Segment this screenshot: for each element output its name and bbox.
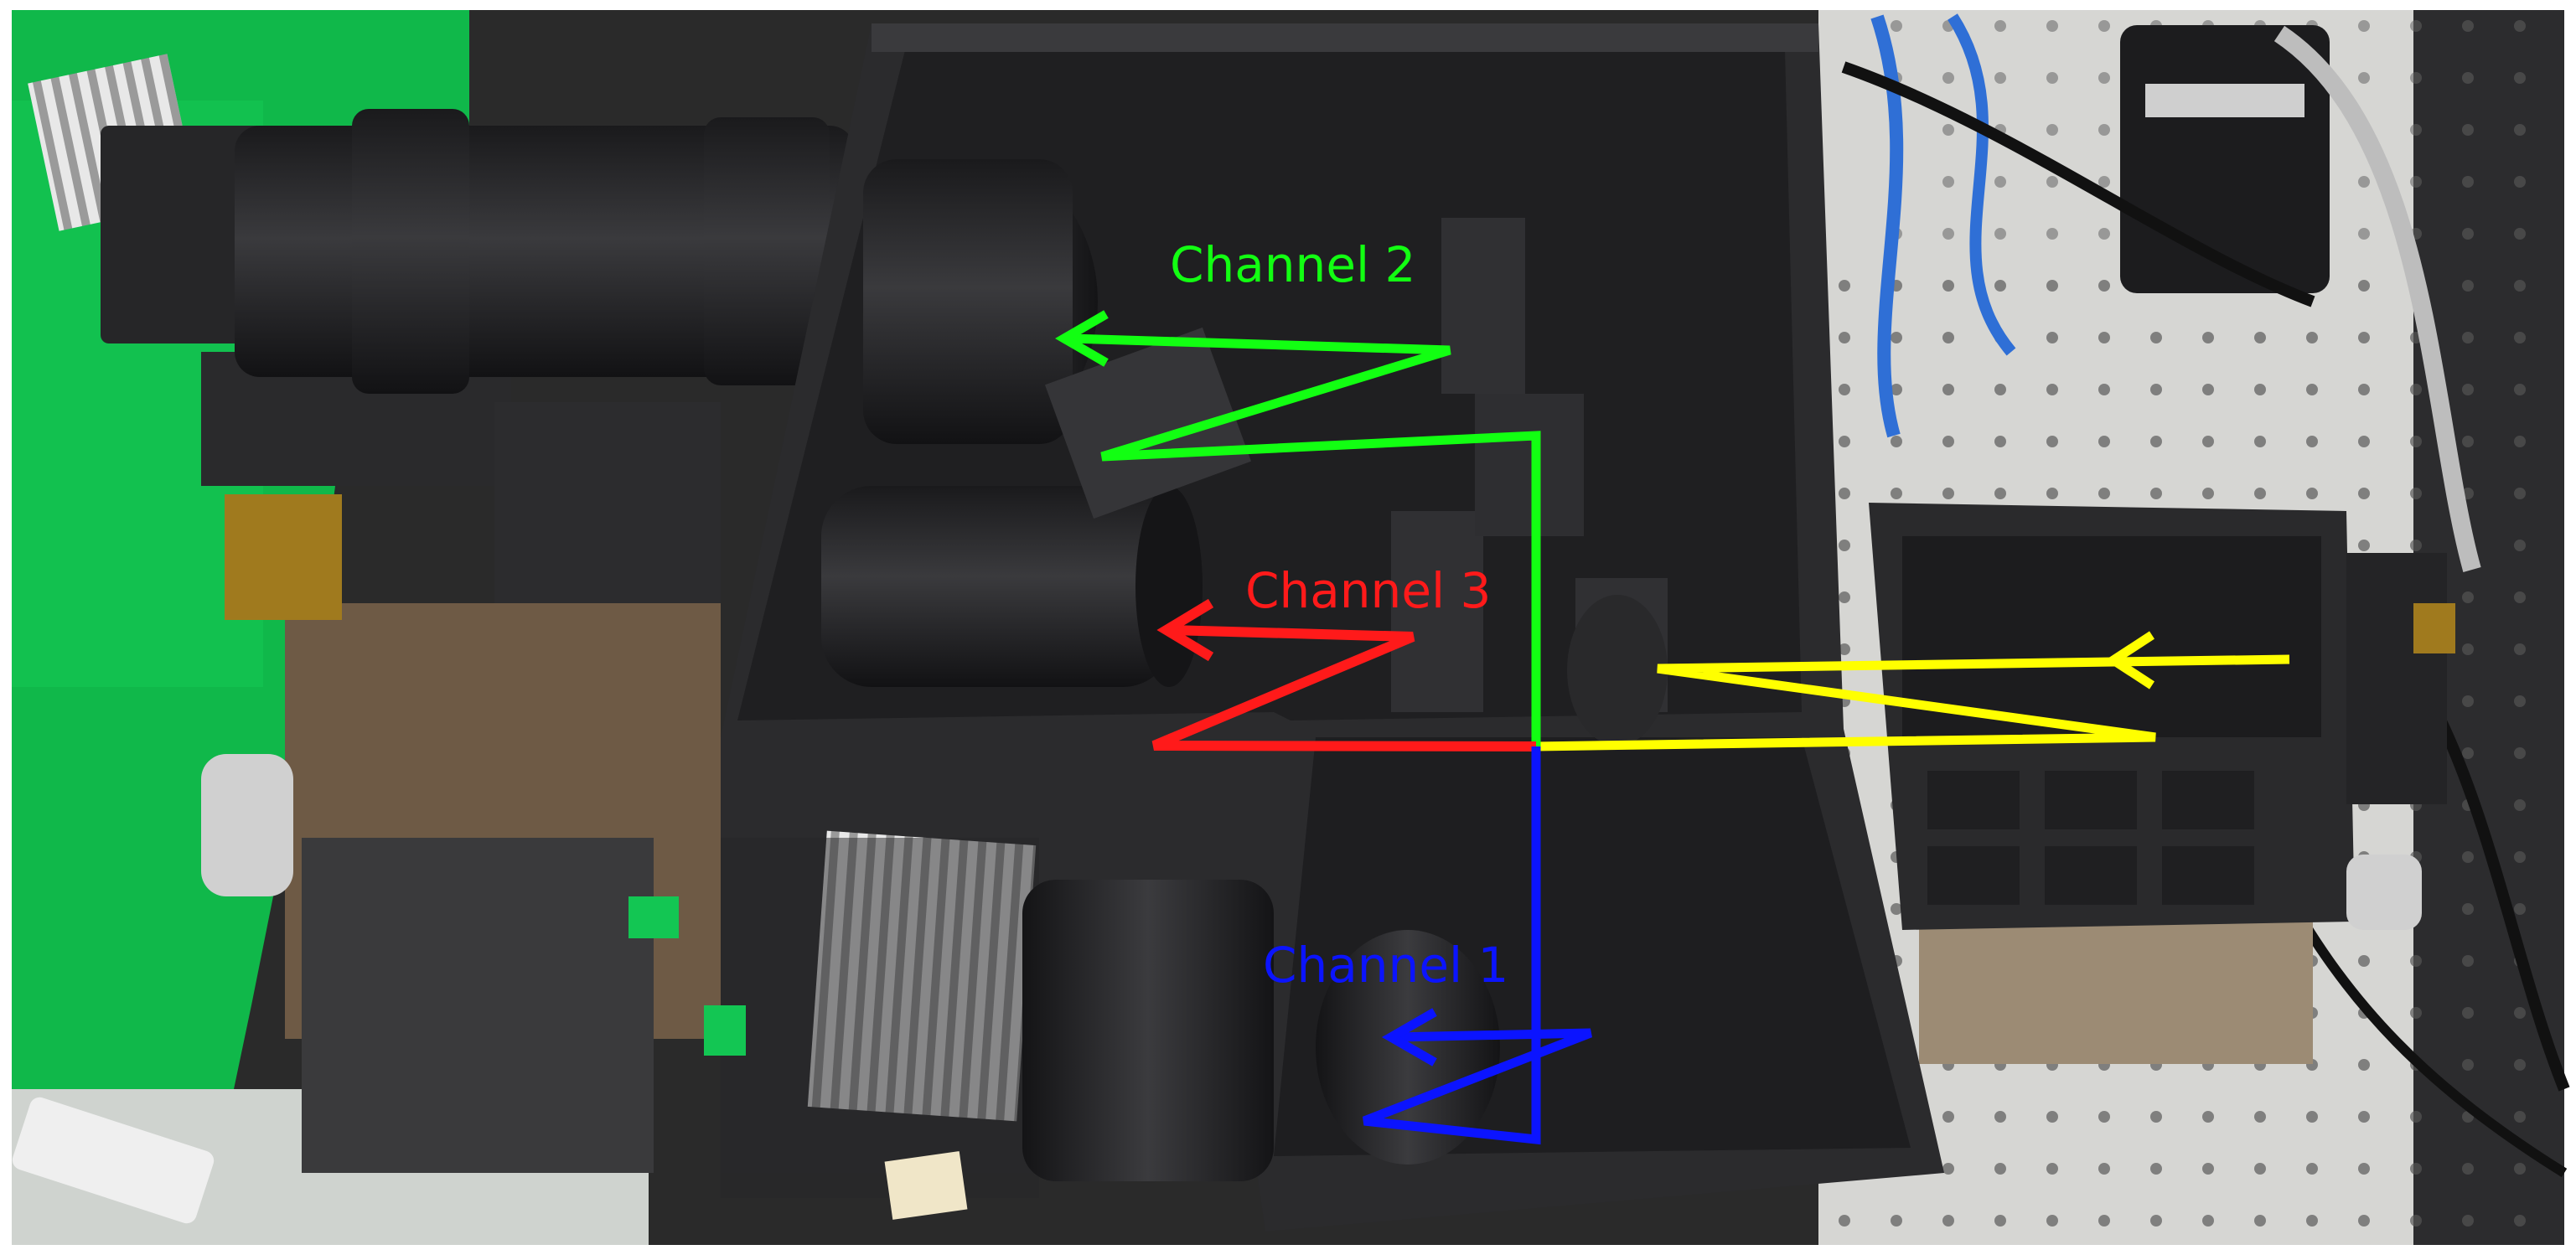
beam-splitter-ring [1567,595,1668,746]
input-arm-recess-6 [2162,846,2254,905]
steel-plate [302,838,654,1173]
mirror-mount-d [1475,394,1584,536]
input-arm-recess-5 [2045,846,2137,905]
input-arm-inner [1902,536,2321,737]
lens-ring-1 [352,109,469,394]
channel3-label: Channel 3 [1245,562,1491,619]
camera-body-left [101,126,277,343]
input-connector [2346,553,2447,804]
channel3-objective [821,486,1173,687]
input-arm-recess-3 [2162,771,2254,829]
channel2-label: Channel 2 [1170,236,1415,293]
enclosure-top-rim [872,23,1818,52]
input-beam-arrowhead [2104,631,2155,689]
camera-holder-block [494,402,721,603]
input-beam-path [1535,654,2290,751]
channel3-beam-path [1151,625,1537,751]
mirror-mount-b [1391,511,1483,712]
channel1-label: Channel 1 [1263,937,1508,994]
mirror-block-e [1044,327,1252,519]
input-arm-recess-2 [2045,771,2137,829]
green-tape-2 [704,1005,746,1056]
channel1-beam-path [1363,746,1592,1145]
yellow-component [225,494,342,620]
camera-body-bottom [721,838,1039,1198]
adapter-label [2145,84,2304,117]
input-connector-brass [2413,603,2455,653]
channel2-arrowhead [1055,310,1109,367]
input-arm-recess-1 [1927,771,2020,829]
channel2-beam-path [1070,333,1541,746]
power-strip [12,1097,215,1224]
power-adapter [2120,25,2330,293]
breadboard-bottom [1919,922,2313,1064]
cable-steel [2273,25,2481,572]
paper-tag [884,1151,968,1220]
channel1-arrowhead [1381,1008,1437,1066]
cable-blue-2 [1948,13,2016,356]
lens-ring-2 [704,117,830,385]
mirror-mount-a [1441,218,1525,394]
channel3-objective-face [1135,486,1203,687]
lens-tube-channel1 [1022,880,1274,1181]
input-arm-recess-4 [1927,846,2020,905]
knob-right [2346,855,2422,930]
channel3-arrowhead [1156,598,1214,662]
green-tape [628,896,679,938]
knob-left [201,754,293,896]
channel2-objective-body [863,159,1073,444]
cable-black [1841,61,2315,307]
